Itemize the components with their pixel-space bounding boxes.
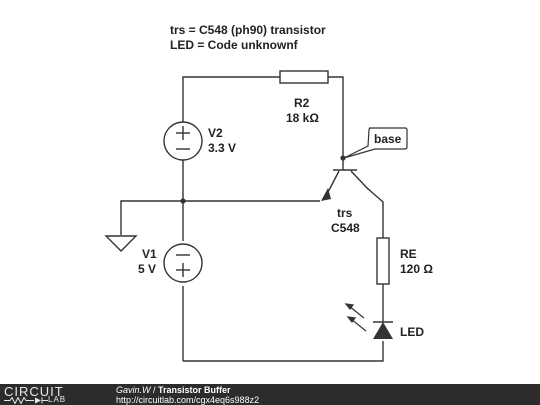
footer-separator: / — [150, 385, 159, 395]
footer-title-line: Gavin.W / Transistor Buffer — [116, 385, 259, 395]
trs-name: trs — [337, 206, 353, 220]
junction-dot — [340, 155, 346, 161]
v1-name: V1 — [142, 247, 157, 261]
r2-name: R2 — [294, 96, 310, 110]
light-emission-icon — [344, 303, 367, 332]
note-line-1: trs = C548 (ph90) transistor — [170, 23, 326, 37]
resistor-logo-icon — [4, 397, 48, 404]
r2-value: 18 kΩ — [286, 111, 319, 125]
v2-value: 3.3 V — [208, 141, 236, 155]
r2-resistor[interactable] — [279, 70, 329, 84]
re-value: 120 Ω — [400, 262, 433, 276]
v2-name: V2 — [208, 126, 223, 140]
emitter-arrow-icon — [321, 188, 331, 201]
trs-value: C548 — [331, 221, 360, 235]
base-probe-tag[interactable] — [343, 127, 408, 159]
v1-value: 5 V — [138, 262, 156, 276]
wires — [120, 76, 384, 362]
note-line-2: LED = Code unknownf — [170, 38, 299, 52]
v1-voltage-source[interactable] — [163, 243, 203, 283]
re-resistor[interactable] — [376, 237, 390, 285]
brand-top: CIRCUIT — [4, 384, 64, 399]
circuit-title: Transistor Buffer — [158, 385, 231, 395]
led-name: LED — [400, 325, 424, 339]
footer-url[interactable]: http://circuitlab.com/cgx4eq6s988z2 — [116, 395, 260, 405]
ground-icon[interactable] — [104, 235, 138, 252]
footer-bar: CIRCUIT LAB Gavin.W / Transistor Buffer … — [0, 384, 540, 405]
schematic-canvas: trs = C548 (ph90) transistor LED = Code … — [104, 23, 433, 362]
footer-info: Gavin.W / Transistor Buffer http://circu… — [116, 385, 259, 405]
author-name[interactable]: Gavin.W — [116, 385, 151, 395]
junction-dot — [180, 198, 186, 204]
brand-bottom: LAB — [48, 395, 67, 404]
v2-voltage-source[interactable] — [163, 121, 203, 161]
re-name: RE — [400, 247, 417, 261]
base-probe-label: base — [374, 132, 402, 146]
led-diode[interactable] — [373, 321, 393, 339]
circuitlab-logo[interactable]: CIRCUIT LAB — [4, 385, 96, 404]
